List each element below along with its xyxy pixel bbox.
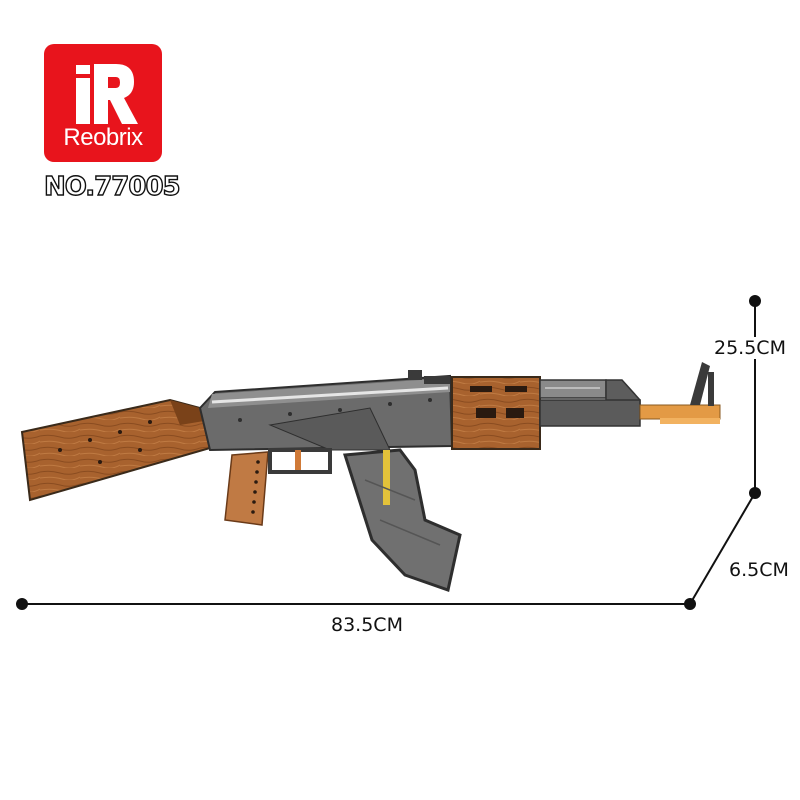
brand-name: Reobrix — [63, 124, 143, 151]
reobrix-logo-icon — [76, 64, 138, 124]
barrel — [539, 379, 721, 427]
length-label: 83.5CM — [331, 614, 403, 636]
dimension-point-left — [16, 598, 28, 610]
pistol-grip — [224, 451, 269, 526]
dimension-point-right — [684, 598, 696, 610]
height-label: 25.5CM — [712, 337, 788, 359]
trigger-guard — [268, 448, 332, 474]
model-number: NO.77005 — [43, 171, 181, 202]
receiver — [198, 370, 454, 452]
dimension-point-mid — [749, 487, 761, 499]
magazine — [343, 448, 462, 592]
brand-logo: Reobrix — [44, 44, 162, 162]
depth-label: 6.5CM — [729, 559, 789, 581]
dimension-point-top — [749, 295, 761, 307]
front-sight — [690, 362, 714, 406]
